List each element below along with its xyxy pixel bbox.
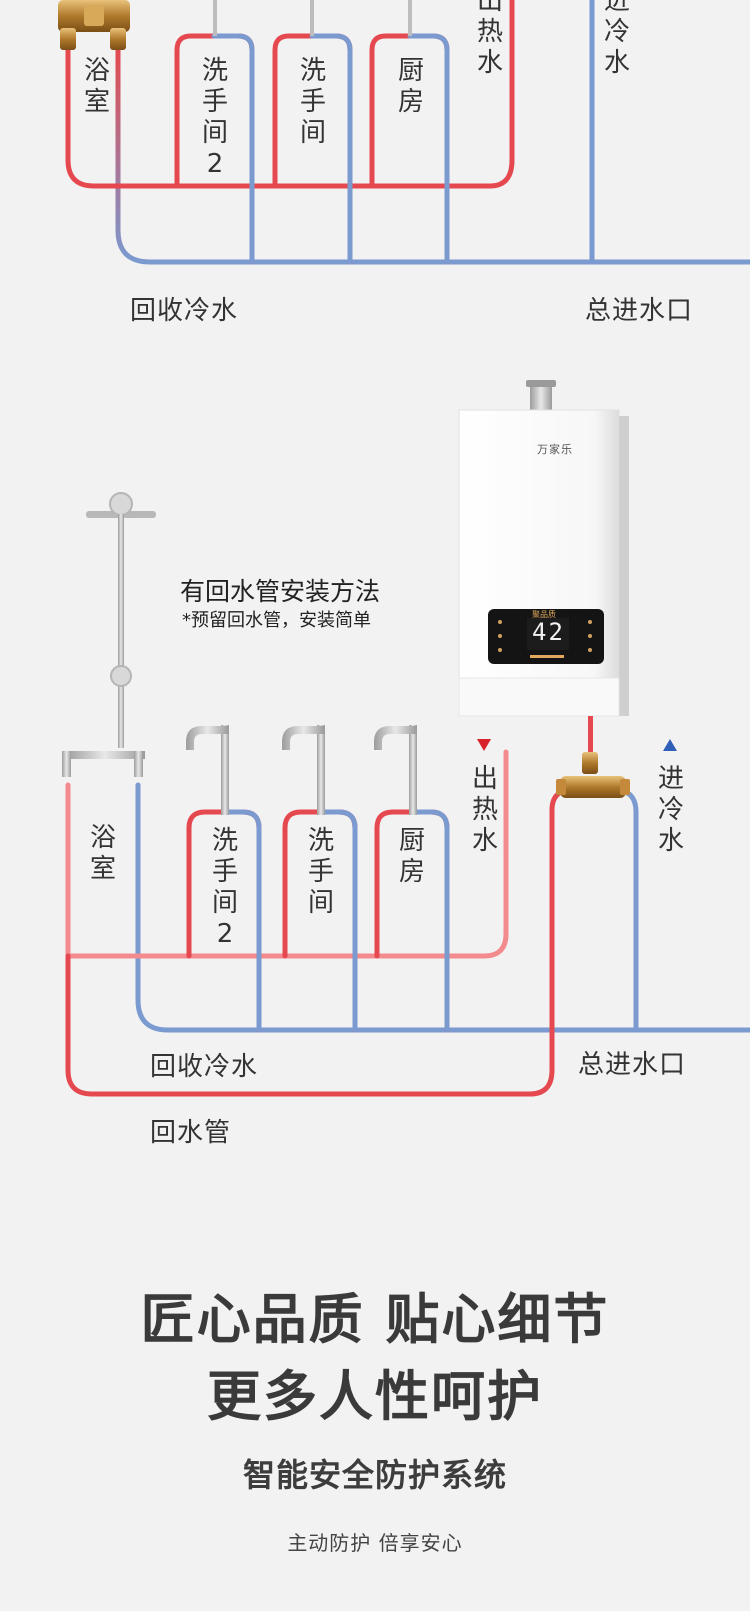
bottom-wash-label: 洗手间: [307, 826, 334, 918]
faucet-kitchen-icon: [374, 725, 417, 815]
bottom-return-label: 回水管: [150, 1118, 232, 1148]
bottom-bathroom-label: 浴室: [89, 823, 116, 884]
faucet-wash-icon: [282, 725, 325, 815]
top-inlet-label: 总进水口: [585, 296, 694, 326]
shower-icon: [62, 492, 156, 777]
headline-line1: 匠心品质 贴心细节: [140, 1288, 610, 1351]
cold-in-arrow-icon: [663, 739, 677, 751]
top-faucet-stems: [213, 0, 412, 36]
top-hot-out-label: 出热水: [476, 0, 503, 78]
bottom-return-pipe: [65, 787, 575, 1097]
faucet-wash2-icon: [186, 725, 229, 815]
bottom-cold-in-label: 进冷水: [657, 764, 684, 856]
top-brass-valve-icon: [58, 0, 130, 50]
bottom-inlet-label: 总进水口: [578, 1050, 687, 1080]
bottom-hot-loop-pipe: [65, 749, 509, 959]
bottom-recycle-label: 回收冷水: [150, 1052, 259, 1082]
bottom-cold-main-pipe: [135, 782, 750, 1033]
install-note-title: 有回水管安装方法: [180, 577, 381, 606]
bottom-piping: [65, 749, 750, 1097]
headline-subtitle: 智能安全防护系统: [242, 1456, 507, 1494]
headline-line2: 更多人性呵护: [207, 1365, 543, 1428]
water-heater-icon: [458, 380, 629, 754]
top-bathroom-label: 浴室: [83, 56, 110, 117]
bottom-hot-out-label: 出热水: [471, 764, 498, 856]
top-piping: [65, 0, 750, 265]
top-recycle-label: 回收冷水: [130, 296, 239, 326]
install-note-subtitle: *预留回水管，安装简单: [182, 610, 371, 631]
heater-temperature: 42: [532, 618, 565, 646]
top-cold-in-label: 进冷水: [603, 0, 630, 78]
bottom-brass-tee-icon: [556, 752, 630, 798]
heater-display-tag: 聚品质: [532, 610, 556, 619]
top-kitchen-label: 厨房: [397, 56, 424, 117]
top-cold-main-pipe: [115, 42, 750, 265]
hot-out-arrow-icon: [477, 739, 491, 751]
heater-brand: 万家乐: [537, 443, 573, 456]
top-wash-label: 洗手间: [299, 56, 326, 148]
top-hot-loop-pipe: [65, 0, 515, 189]
bottom-kitchen-label: 厨房: [398, 826, 425, 887]
headline-tagline: 主动防护 倍享安心: [287, 1531, 463, 1555]
bottom-cold-inlet-pipe: [612, 787, 639, 1033]
bottom-faucets: [186, 725, 417, 815]
